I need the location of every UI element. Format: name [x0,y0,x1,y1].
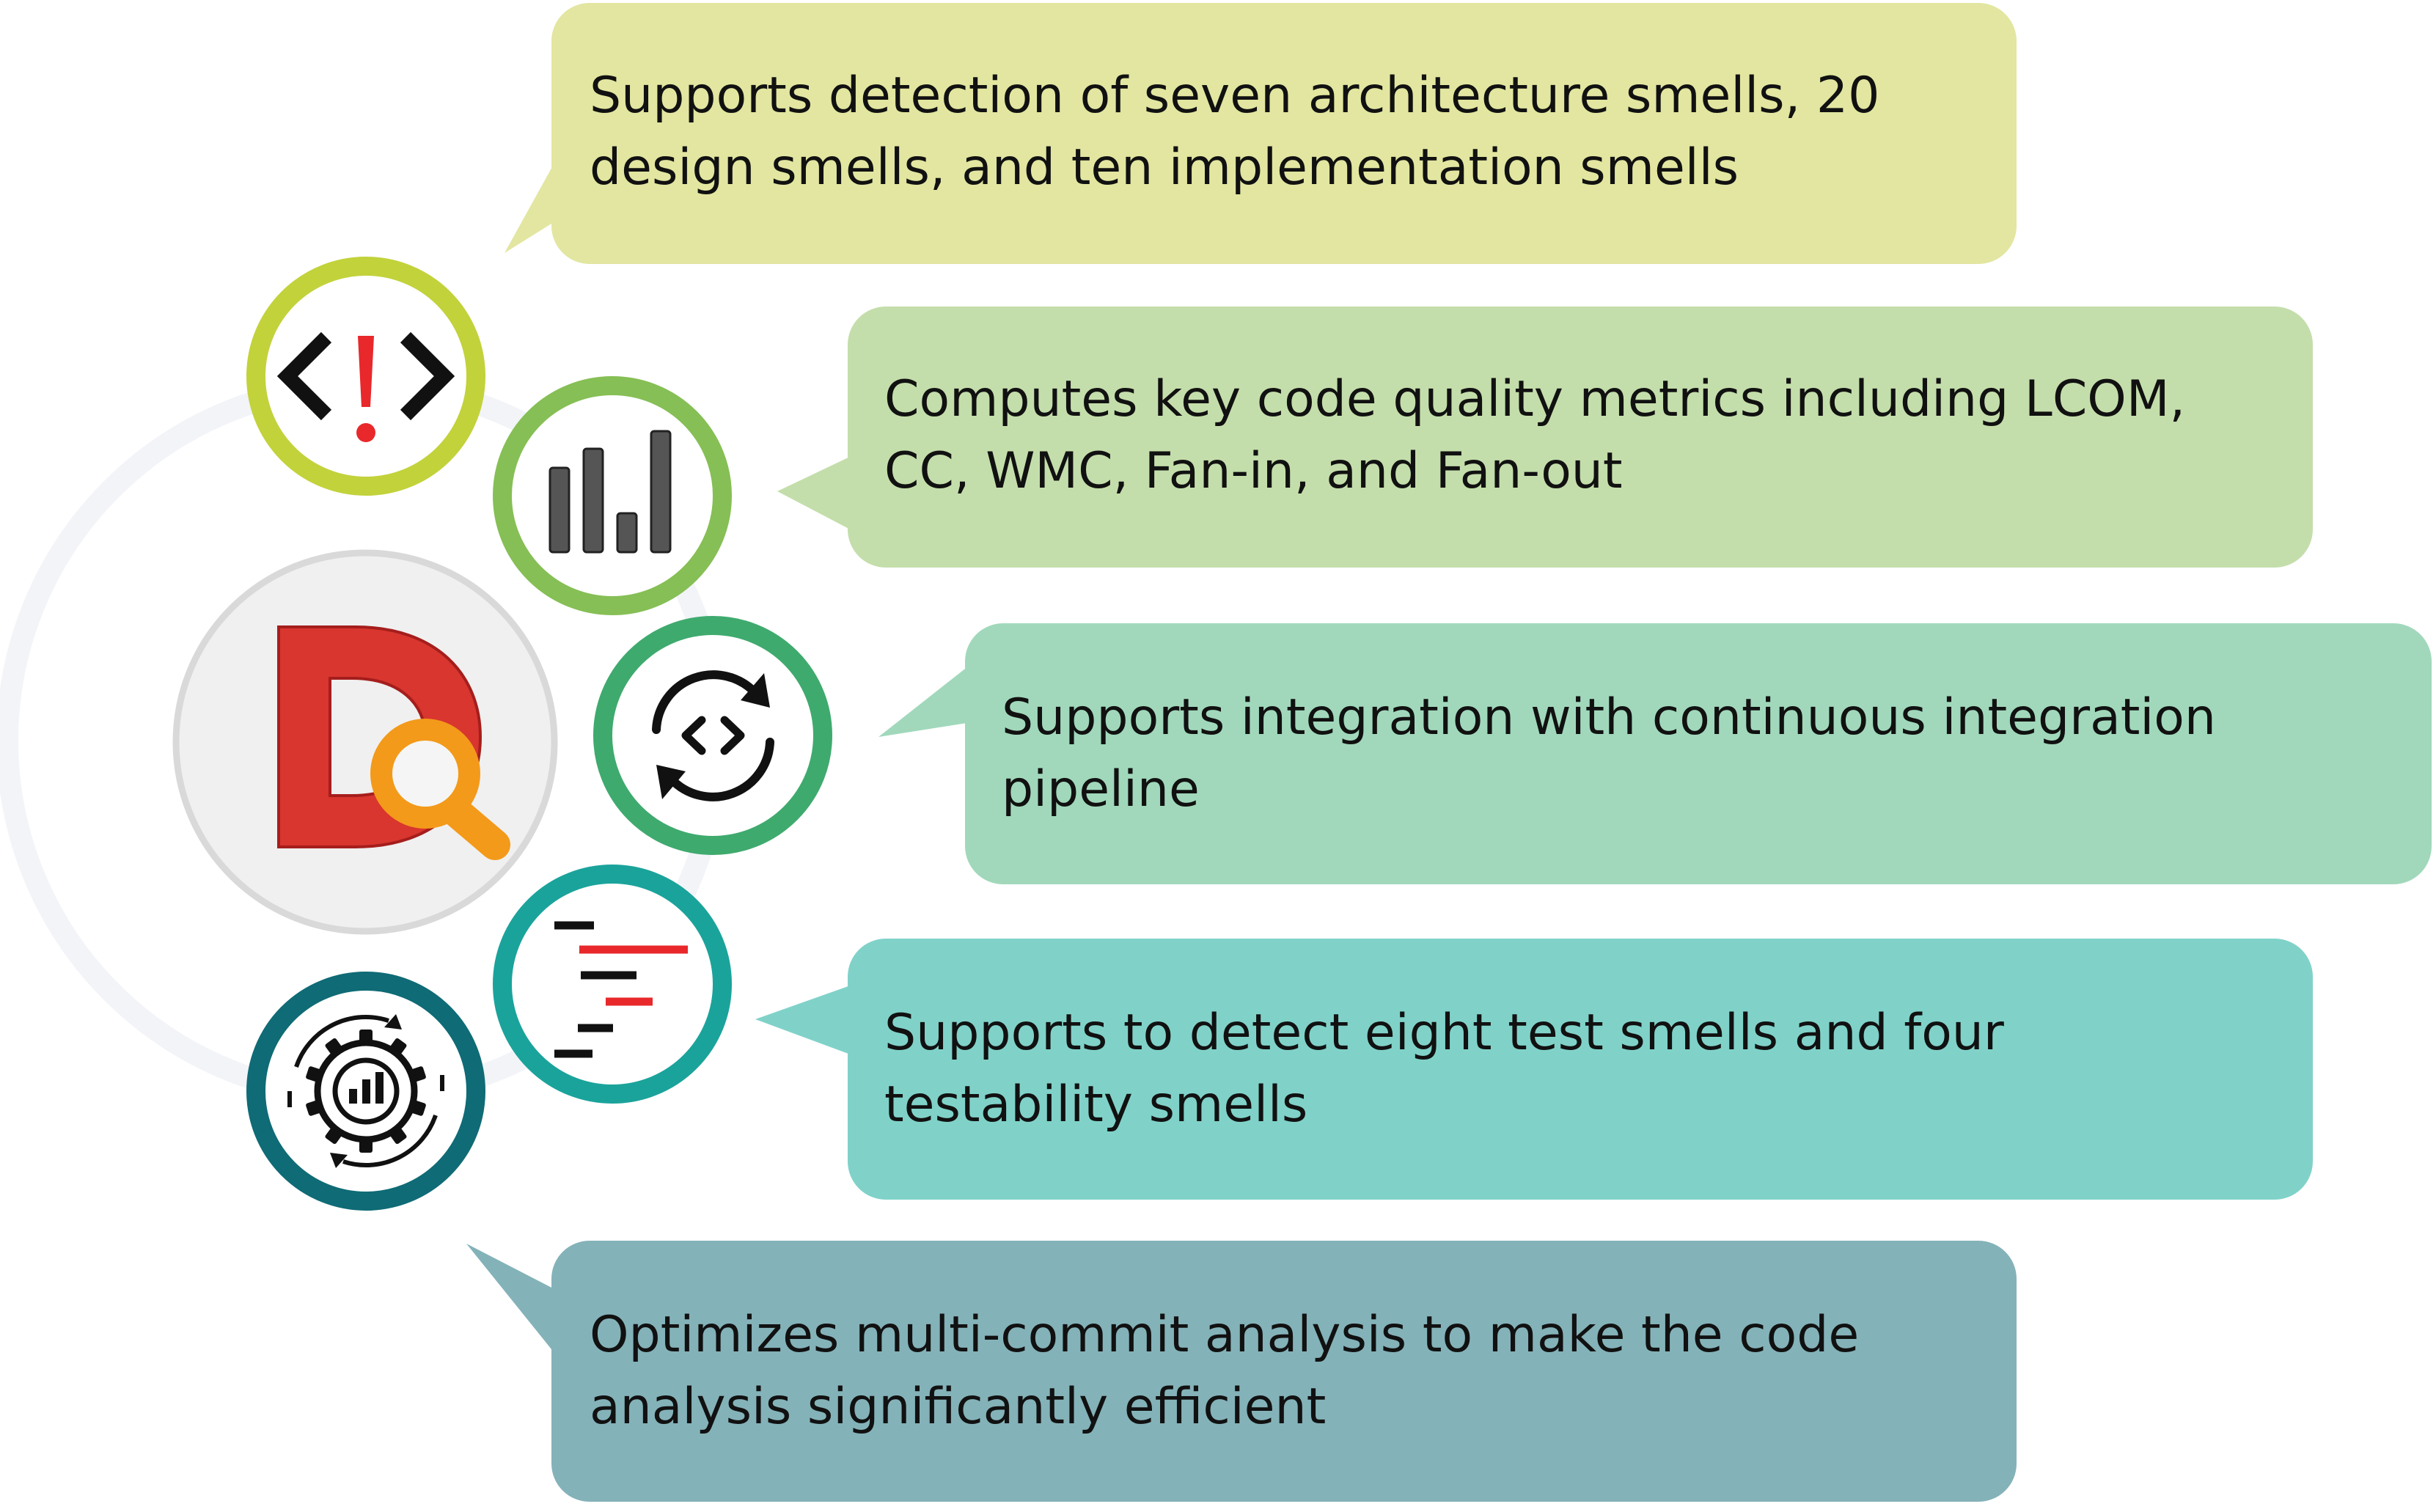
bar-chart-icon [549,430,672,554]
center-logo [172,549,558,935]
gear-chart-icon [287,1014,444,1168]
callout-1-line-1: Supports detection of seven architecture… [590,67,1880,125]
callout-4 [755,939,2313,1200]
callout-4-line-2: testability smells [884,1076,1308,1134]
callout-1-box [551,3,2017,264]
logo-circle [172,549,558,935]
icon-circle-5 [246,972,485,1211]
callout-3-text: Supports integration with continuous int… [1002,682,2216,826]
callout-5-text: Optimizes multi-commit analysis to make … [590,1299,1859,1443]
callout-2-pointer [777,455,854,532]
code-alert-icon [276,331,455,442]
callout-1-pointer [505,158,557,253]
callout-4-box [848,939,2313,1200]
callout-2-line-2: CC, WMC, Fan-in, and Fan-out [884,442,1623,500]
callout-1-text: Supports detection of seven architecture… [590,60,1879,204]
callout-1 [505,3,2017,264]
test-lines-icon [554,921,688,1058]
callout-2-line-1: Computes key code quality metrics includ… [884,370,2186,428]
callout-3-box [965,623,2432,884]
code-sync-icon [652,670,774,801]
callout-5-line-1: Optimizes multi-commit analysis to make … [590,1306,1860,1364]
callout-4-line-1: Supports to detect eight test smells and… [884,1004,2004,1062]
icon-circle-3 [593,616,832,855]
callout-5 [466,1241,2017,1502]
callout-4-text: Supports to detect eight test smells and… [884,997,2004,1141]
callout-2-text: Computes key code quality metrics includ… [884,364,2185,507]
callout-2 [777,307,2313,568]
callout-3-line-2: pipeline [1002,760,1200,818]
callout-1-line-2: design smells, and ten implementation sm… [590,139,1739,197]
callout-3 [878,623,2432,884]
icon-circle-4 [493,865,732,1104]
callout-5-box [551,1241,2017,1502]
icon-circle-1 [246,257,485,496]
designite-logo-icon [277,625,510,860]
callout-4-pointer [755,984,854,1056]
callout-5-pointer [466,1244,557,1357]
callout-2-box [848,307,2313,568]
callout-5-line-2: analysis significantly efficient [590,1378,1327,1436]
icon-circle-2 [493,376,732,615]
callout-3-line-1: Supports integration with continuous int… [1002,689,2217,746]
callout-3-pointer [878,664,972,737]
